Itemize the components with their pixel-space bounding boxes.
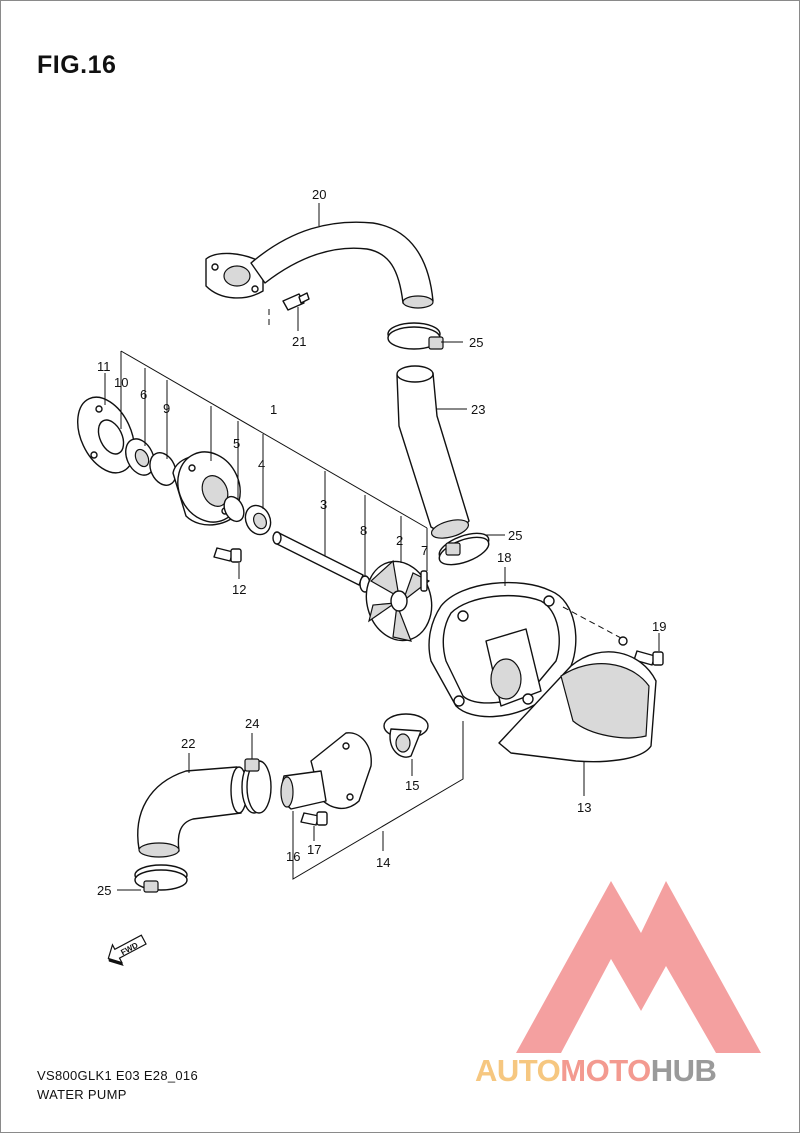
section-name: WATER PUMP	[37, 1087, 127, 1102]
callout-5: 5	[233, 436, 240, 451]
part-18-pump-case	[428, 581, 577, 718]
callout-1: 1	[270, 402, 277, 417]
callout-9: 9	[163, 401, 170, 416]
watermark-logo	[516, 881, 761, 1053]
callout-18: 18	[497, 550, 511, 565]
part-2-impeller	[365, 559, 433, 642]
callout-25-upper: 25	[469, 335, 483, 350]
callout-20: 20	[312, 187, 326, 202]
part-5-seal-ring	[223, 495, 245, 523]
callout-21: 21	[292, 334, 306, 349]
part-13-pump-cover	[498, 651, 657, 763]
callout-2: 2	[396, 533, 403, 548]
part-6-bearing	[125, 438, 155, 476]
part-3-shaft	[272, 531, 364, 586]
part-25-hose-clamp-upper	[387, 322, 444, 350]
callout-17: 17	[307, 842, 321, 857]
callout-19: 19	[652, 619, 666, 634]
callout-15: 15	[405, 778, 419, 793]
part-12-bolt	[213, 547, 242, 563]
part-7-pin	[420, 570, 428, 592]
part-22-lower-hose	[137, 766, 248, 858]
watermark-moto: MOTO	[560, 1053, 651, 1088]
callout-8: 8	[360, 523, 367, 538]
watermark-hub: HUB	[650, 1053, 717, 1088]
callout-6: 6	[140, 387, 147, 402]
callout-12: 12	[232, 582, 246, 597]
part-20-water-pipe	[205, 221, 434, 309]
part-4-mechanical-seal	[244, 504, 272, 536]
part-24-hose-clamp	[241, 758, 272, 814]
watermark-text: AUTOMOTOHUB	[475, 1053, 717, 1089]
callout-7: 7	[421, 543, 428, 558]
part-21-bolt	[268, 292, 310, 326]
fwd-direction-arrow: FWD	[107, 934, 147, 967]
model-code: VS800GLK1 E03 E28_016	[37, 1068, 198, 1083]
callout-11: 11	[97, 359, 111, 374]
callout-numbers: 20 21 25 11 10 6 9 1 23 5 4 3 8 25 2 7 1…	[97, 187, 666, 898]
callout-13: 13	[577, 800, 591, 815]
figure-title: FIG.16	[37, 51, 117, 79]
part-15-thermostat	[383, 713, 429, 758]
part-19-bolt	[562, 606, 664, 666]
part-11-cover-plate	[77, 396, 135, 474]
callout-4: 4	[258, 457, 265, 472]
part-25-hose-clamp-middle	[438, 532, 490, 566]
part-25-hose-clamp-lower	[134, 864, 188, 893]
leader-lines	[104, 203, 660, 891]
callout-10: 10	[114, 375, 128, 390]
callout-16: 16	[286, 849, 300, 864]
callout-23: 23	[471, 402, 485, 417]
part-23-hose	[396, 365, 470, 539]
callout-25-lower: 25	[97, 883, 111, 898]
callout-3: 3	[320, 497, 327, 512]
callout-14: 14	[376, 855, 390, 870]
part-16-thermostat-cap	[280, 732, 372, 810]
watermark-auto: AUTO	[475, 1053, 561, 1088]
part-9-seal	[149, 452, 177, 486]
callout-22: 22	[181, 736, 195, 751]
part-17-bolt	[300, 811, 328, 826]
callout-25-middle: 25	[508, 528, 522, 543]
callout-24: 24	[245, 716, 259, 731]
